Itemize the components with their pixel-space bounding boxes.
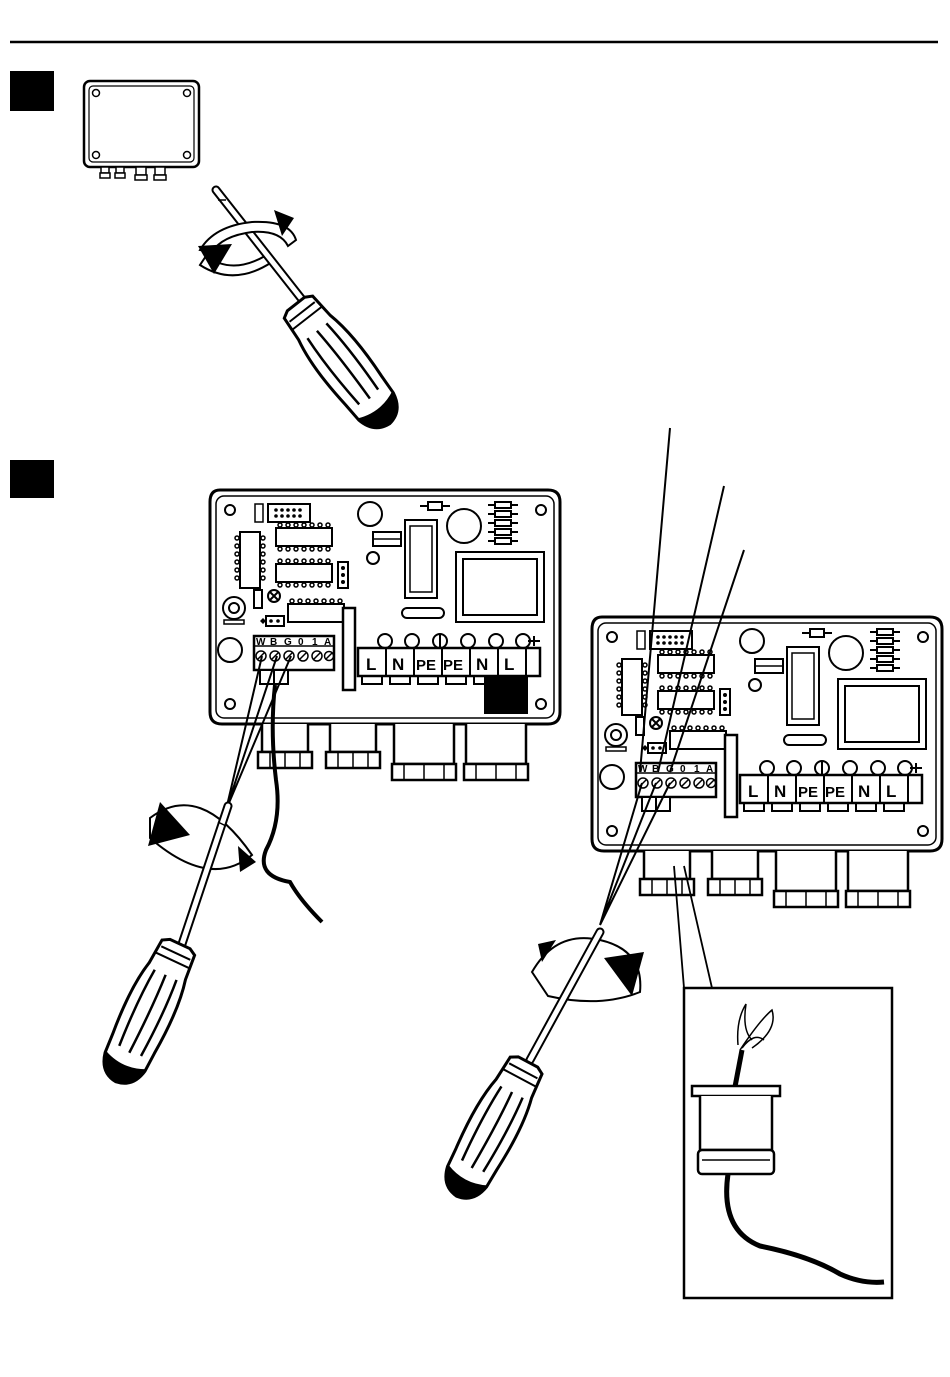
screwdriver-step-1 (198, 190, 409, 439)
closed-housing (84, 81, 199, 180)
step-2-inset-marker (484, 676, 528, 714)
step-1-marker (10, 71, 54, 111)
junction-box-left (94, 490, 560, 1092)
cable-gland-detail (674, 866, 892, 1298)
step-2-marker (10, 460, 54, 498)
